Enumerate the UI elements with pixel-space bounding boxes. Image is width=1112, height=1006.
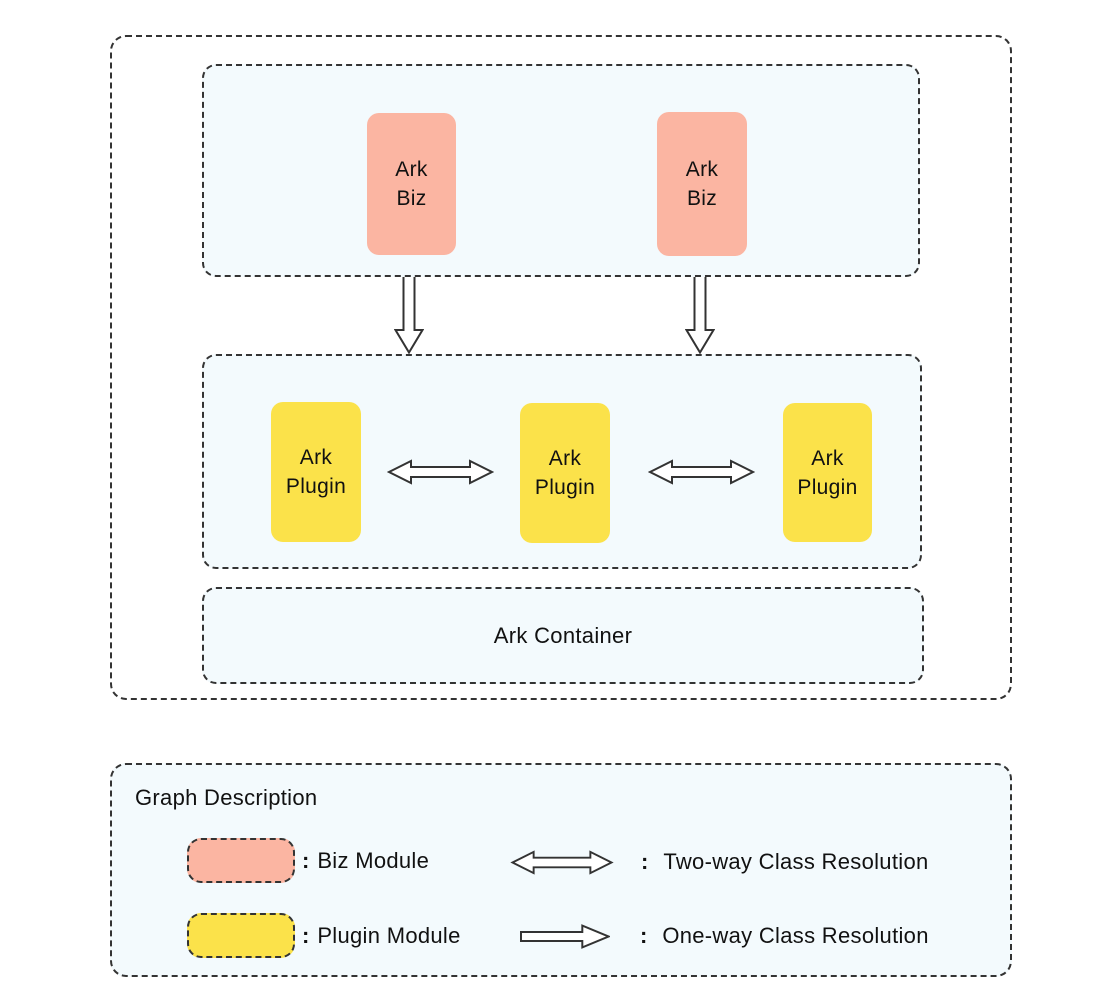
ark-plugin-line2: Plugin (797, 475, 858, 499)
ark-plugin-box-2: Ark Plugin (520, 403, 610, 543)
legend-item-one-way-resolution: : One-way Class Resolution (520, 923, 929, 949)
colon-separator: : (302, 922, 310, 948)
legend-item-label: Two-way Class Resolution (663, 849, 929, 874)
two-way-arrow-icon (509, 849, 615, 875)
ark-plugin-line1: Ark (811, 446, 844, 470)
legend-box: Graph Description : Biz Module : Plugin … (110, 763, 1012, 977)
ark-biz-label: Ark Biz (395, 155, 427, 213)
legend-item-plugin-module: : Plugin Module (187, 913, 461, 958)
colon-separator: : (302, 847, 310, 873)
ark-plugin-label: Ark Plugin (286, 443, 346, 501)
ark-architecture-outer-box: Ark Biz Ark Biz Ark Plugin (110, 35, 1012, 700)
ark-plugin-box-3: Ark Plugin (783, 403, 872, 542)
one-way-arrow-icon (520, 923, 610, 949)
down-arrow-icon (394, 277, 424, 354)
ark-biz-box-2: Ark Biz (657, 112, 747, 256)
legend-item-label: Plugin Module (317, 922, 461, 948)
ark-biz-line1: Ark (685, 158, 719, 181)
biz-module-swatch (187, 838, 295, 883)
legend-item-biz-module: : Biz Module (187, 838, 429, 883)
ark-plugin-line2: Plugin (285, 475, 347, 498)
two-way-arrow-icon (648, 459, 755, 485)
ark-plugin-label: Ark Plugin (535, 444, 595, 502)
plugin-layer: Ark Plugin Ark Plugin Ark Plugin (202, 354, 922, 569)
legend-item-label: Biz Module (317, 847, 430, 873)
legend-item-two-way-resolution: : Two-way Class Resolution (509, 849, 929, 875)
ark-plugin-line1: Ark (548, 447, 582, 470)
ark-plugin-line2: Plugin (534, 476, 596, 499)
two-way-arrow-icon (387, 459, 494, 485)
colon-separator: : (640, 923, 648, 948)
ark-container-label: Ark Container (493, 622, 633, 648)
down-arrow-icon (685, 277, 715, 354)
ark-plugin-line1: Ark (299, 446, 333, 469)
ark-plugin-label: Ark Plugin (797, 444, 857, 502)
ark-biz-line1: Ark (395, 158, 428, 181)
ark-biz-box-1: Ark Biz (367, 113, 456, 255)
colon-separator: : (641, 849, 649, 874)
legend-item-label: One-way Class Resolution (662, 923, 929, 948)
legend-title: Graph Description (135, 785, 318, 810)
ark-biz-line2: Biz (686, 187, 718, 210)
ark-biz-line2: Biz (396, 187, 427, 210)
biz-layer: Ark Biz Ark Biz (202, 64, 920, 277)
ark-plugin-box-1: Ark Plugin (271, 402, 361, 542)
plugin-module-swatch (187, 913, 295, 958)
ark-biz-label: Ark Biz (686, 155, 718, 213)
ark-container-box: Ark Container (202, 587, 924, 684)
